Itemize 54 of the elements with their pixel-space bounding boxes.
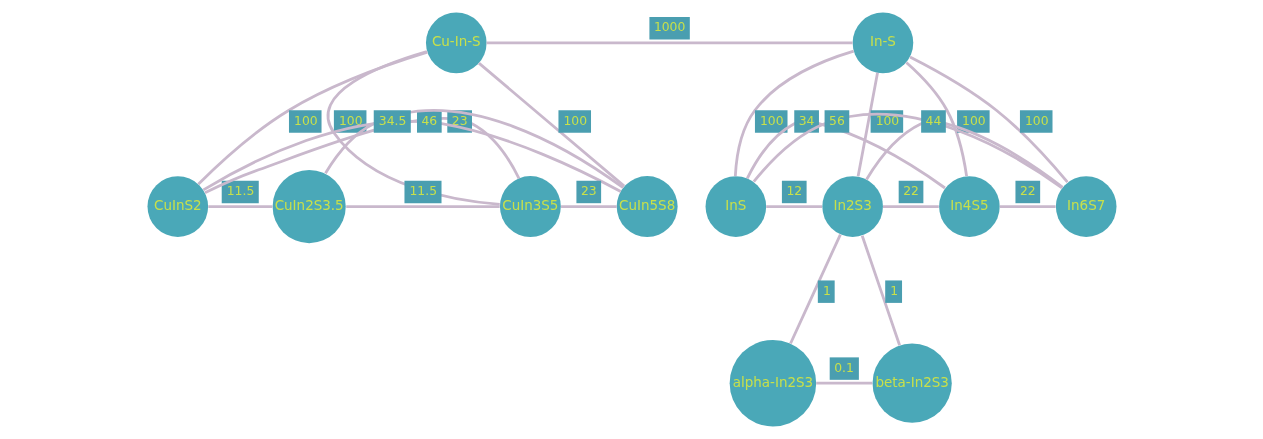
connector — [477, 62, 625, 188]
edge-label: 100 — [563, 113, 587, 128]
edge-label: 46 — [420, 113, 437, 128]
connector — [207, 205, 272, 208]
edge-label: 23 — [580, 184, 597, 199]
edge-label: 22 — [1019, 184, 1036, 199]
connector — [999, 205, 1056, 208]
node-circle: Cu-In-S — [425, 12, 487, 74]
node-circle: CuIn3S5 — [499, 176, 561, 238]
node-circle: CuIn5S8 — [616, 176, 678, 238]
connector — [752, 113, 1063, 189]
edge-label: 11.5 — [409, 184, 437, 199]
connector — [202, 119, 621, 193]
connector — [864, 119, 1063, 189]
edge-label: 100 — [759, 113, 784, 128]
node-circle: CuInS2 — [147, 176, 208, 237]
connector — [908, 55, 1069, 184]
connector — [196, 50, 428, 186]
edge-label: 0.1 — [833, 360, 854, 375]
edge-label: 34 — [798, 113, 814, 128]
edge-label: 56 — [828, 113, 845, 128]
node-circle: In4S5 — [938, 176, 1000, 237]
edge-label: 1 — [889, 283, 898, 298]
connector — [733, 49, 854, 177]
edge-label: 1000 — [653, 20, 685, 35]
connector — [788, 233, 842, 345]
edge-label: 100 — [1024, 113, 1049, 128]
connector — [860, 235, 901, 346]
connector — [765, 205, 822, 208]
edge-label: 22 — [902, 184, 919, 199]
node-circle: In-S — [852, 12, 913, 74]
connector — [560, 205, 617, 208]
edge-label: 1 — [822, 283, 831, 298]
node-circle: alpha-In2S3 — [729, 339, 816, 427]
connector — [904, 61, 968, 177]
connector — [882, 205, 939, 208]
edge-label: 11.5 — [226, 184, 254, 199]
edge-label: 100 — [338, 113, 362, 128]
edge-label: 34.5 — [378, 113, 406, 128]
edge-label: 44 — [925, 113, 941, 128]
edge-label: 100 — [293, 113, 318, 128]
edge-label: 100 — [961, 113, 986, 128]
edge-label: 23 — [451, 113, 467, 128]
node-circle: In6S7 — [1055, 176, 1116, 237]
connector — [345, 205, 500, 208]
node-circle: beta-In2S3 — [872, 343, 952, 423]
node-circle: CuIn2S3.5 — [272, 170, 346, 244]
node-circle: In2S3 — [821, 176, 883, 237]
edge-label: 100 — [875, 113, 899, 128]
connector — [815, 381, 872, 385]
connector — [486, 41, 852, 45]
edge-label: 12 — [785, 184, 802, 199]
node-circle: InS — [705, 176, 766, 237]
connector — [856, 72, 879, 177]
